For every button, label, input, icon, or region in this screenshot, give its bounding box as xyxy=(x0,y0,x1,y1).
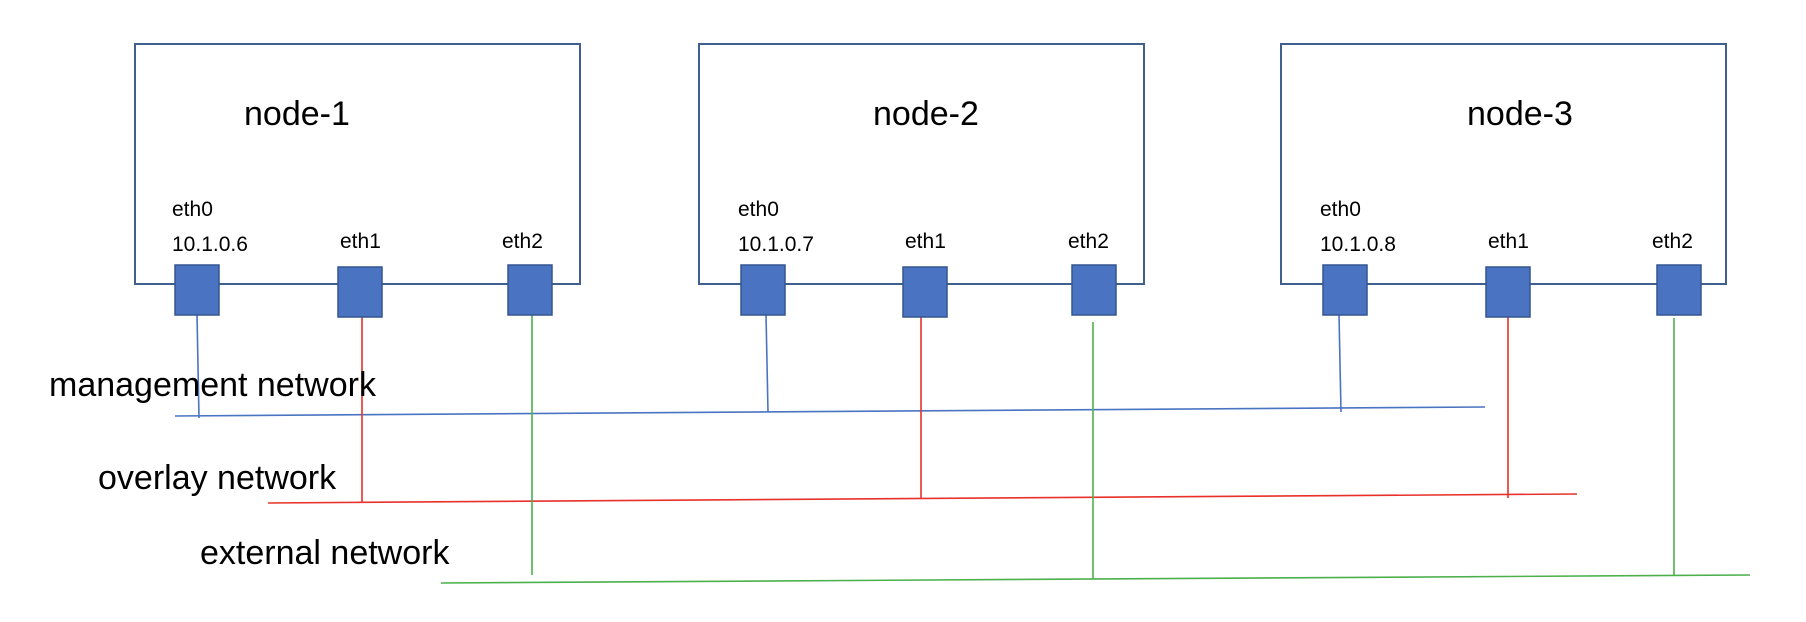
node-2-eth1-port xyxy=(902,266,948,318)
node-3-eth2-label: eth2 xyxy=(1652,230,1693,253)
port-connection-lines xyxy=(196,313,1675,579)
node-2-eth0-ip: 10.1.0.7 xyxy=(738,233,814,256)
external-network-label: external network xyxy=(200,534,450,572)
node-2-eth2-port xyxy=(1071,264,1117,316)
node-3-title: node-3 xyxy=(1467,95,1573,133)
node-1-box: node-1 eth0 10.1.0.6 eth1 eth2 xyxy=(134,43,581,318)
overlay-network-label: overlay network xyxy=(98,459,337,497)
management-network-label: management network xyxy=(49,366,377,404)
node-2-eth2-label: eth2 xyxy=(1068,230,1109,253)
node-1-eth1-label: eth1 xyxy=(340,230,381,253)
node-3-eth0-port xyxy=(1322,264,1368,316)
node-1-title: node-1 xyxy=(244,95,350,133)
management-network-line xyxy=(174,406,1486,417)
node-2-title: node-2 xyxy=(873,95,979,133)
node-1-eth0-label: eth0 xyxy=(172,198,213,221)
node-1-eth2-port xyxy=(507,264,553,316)
node-2-eth0-link xyxy=(765,313,769,413)
node-3-box: node-3 eth0 10.1.0.8 eth1 eth2 xyxy=(1280,43,1727,318)
node-2-eth1-label: eth1 xyxy=(905,230,946,253)
node-2-box: node-2 eth0 10.1.0.7 eth1 eth2 xyxy=(698,43,1145,318)
node-1-eth2-label: eth2 xyxy=(502,230,543,253)
node-1-eth0-port xyxy=(174,264,220,316)
node-1-eth1-port xyxy=(337,266,383,318)
node-2-eth0-label: eth0 xyxy=(738,198,779,221)
node-1-eth0-ip: 10.1.0.6 xyxy=(172,233,248,256)
node-3-eth0-ip: 10.1.0.8 xyxy=(1320,233,1396,256)
node-1-eth0-link xyxy=(196,313,200,419)
node-3-eth0-label: eth0 xyxy=(1320,198,1361,221)
overlay-network-line xyxy=(267,493,1578,504)
node-2-eth0-port xyxy=(740,264,786,316)
node-3-eth0-link xyxy=(1338,313,1342,413)
node-3-eth1-label: eth1 xyxy=(1488,230,1529,253)
node-3-eth2-port xyxy=(1656,264,1702,316)
node-3-eth1-port xyxy=(1485,266,1531,318)
node-1-frame xyxy=(134,43,581,285)
external-network-line xyxy=(440,574,1751,584)
